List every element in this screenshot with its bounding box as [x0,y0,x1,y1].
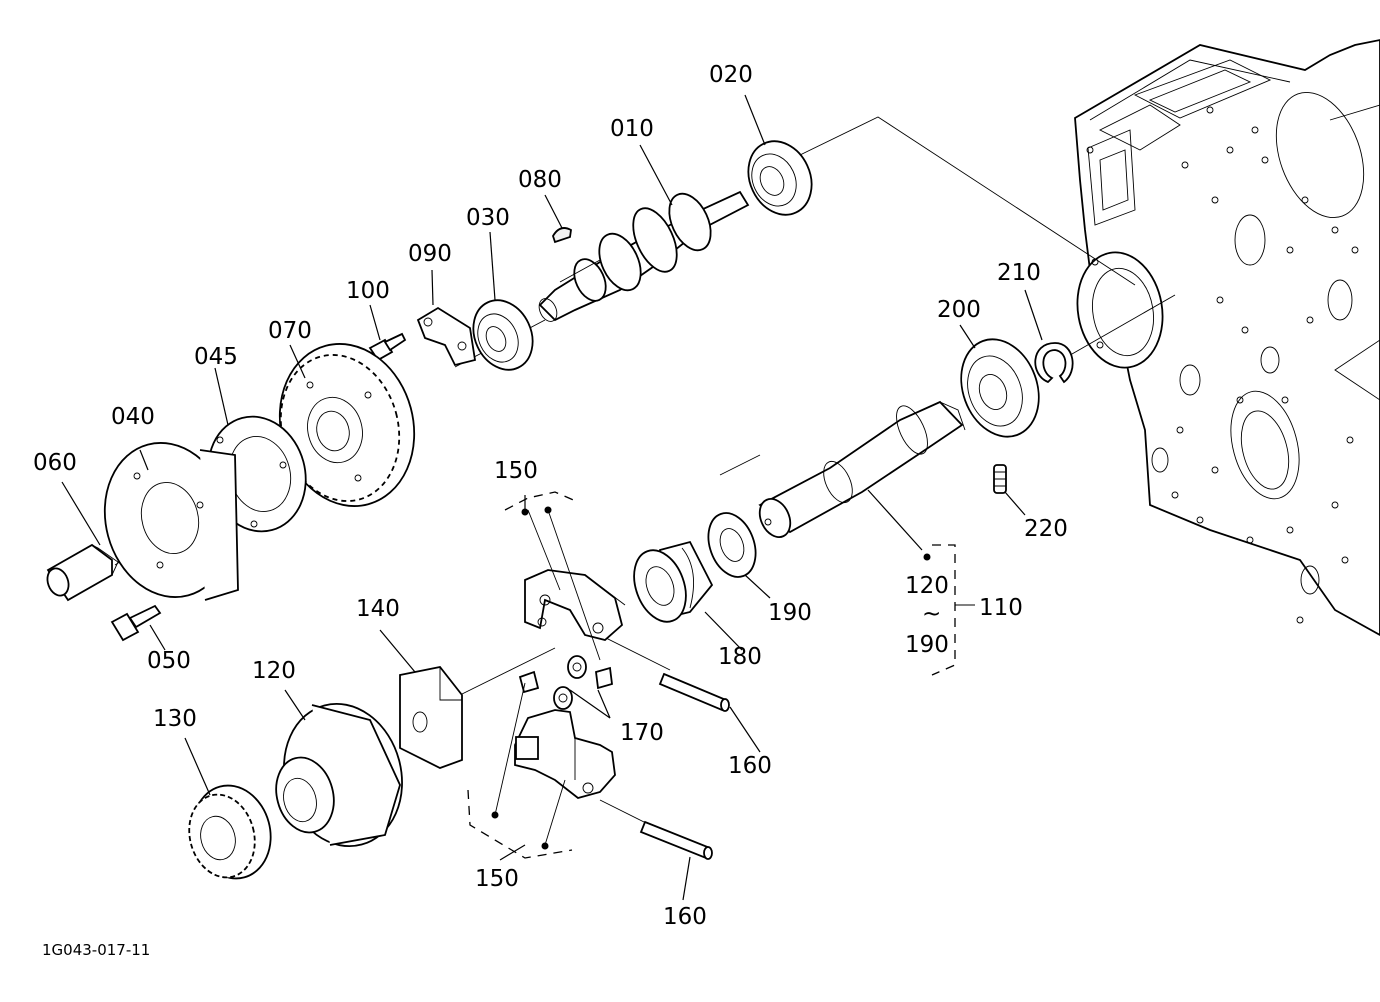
governor-gear-130 [188,784,272,880]
bearing-030 [472,299,534,371]
bolt-050 [110,604,162,642]
label-220: 220 [1024,516,1068,542]
set-screw-220 [993,464,1007,494]
label-100: 100 [346,278,390,304]
cam-gear-070 [278,343,416,507]
label-210: 210 [997,260,1041,286]
woodruff-key-080 [552,227,572,244]
governor-parts-170 [518,655,613,710]
label-060: 060 [33,450,77,476]
part-labels: 020 010 080 030 090 100 070 045 040 060 … [33,62,1068,959]
label-090: 090 [408,241,452,267]
label-045: 045 [194,344,238,370]
pin-160-lower [639,820,713,860]
label-170: 170 [620,720,664,746]
label-150-bottom: 150 [475,866,519,892]
governor-sleeve-180 [633,540,714,623]
bearing-retainer-090 [416,306,477,367]
label-030: 030 [466,205,510,231]
label-190-range-end: 190 [905,632,949,658]
label-140: 140 [356,596,400,622]
group-bracket-110 [923,544,975,676]
washer-190 [707,512,757,578]
pin-160-upper [658,672,730,712]
label-120: 120 [252,658,296,684]
label-040: 040 [111,404,155,430]
label-160-top: 160 [728,753,772,779]
governor-weight-150-lower [514,709,616,799]
label-190: 190 [768,600,812,626]
governor-shaft [758,400,966,538]
governor-weight-150-upper [524,569,626,641]
bearing-020 [747,140,813,216]
label-110: 110 [979,595,1023,621]
label-010: 010 [610,116,654,142]
label-020: 020 [709,62,753,88]
label-180: 180 [718,644,762,670]
label-range-tilde: ~ [922,601,941,627]
label-120-range-start: 120 [905,573,949,599]
drawing-code: 1G043-017-11 [42,941,150,959]
gear-case-housing [1074,39,1380,637]
snap-ring-210 [1034,342,1074,384]
weight-holder-120 [275,702,403,848]
bracket-140 [399,666,463,769]
pin-060 [46,543,119,602]
group-bracket-150-lower [467,682,573,859]
group-bracket-150-upper [504,491,601,661]
label-150-top: 150 [494,458,538,484]
label-160-bottom: 160 [663,904,707,930]
bearing-200 [960,338,1040,438]
leader-lines [61,94,1043,901]
label-130: 130 [153,706,197,732]
plate-040 [103,442,239,601]
camshaft-010 [538,190,750,322]
label-070: 070 [268,318,312,344]
label-080: 080 [518,167,562,193]
label-050: 050 [147,648,191,674]
label-200: 200 [937,297,981,323]
